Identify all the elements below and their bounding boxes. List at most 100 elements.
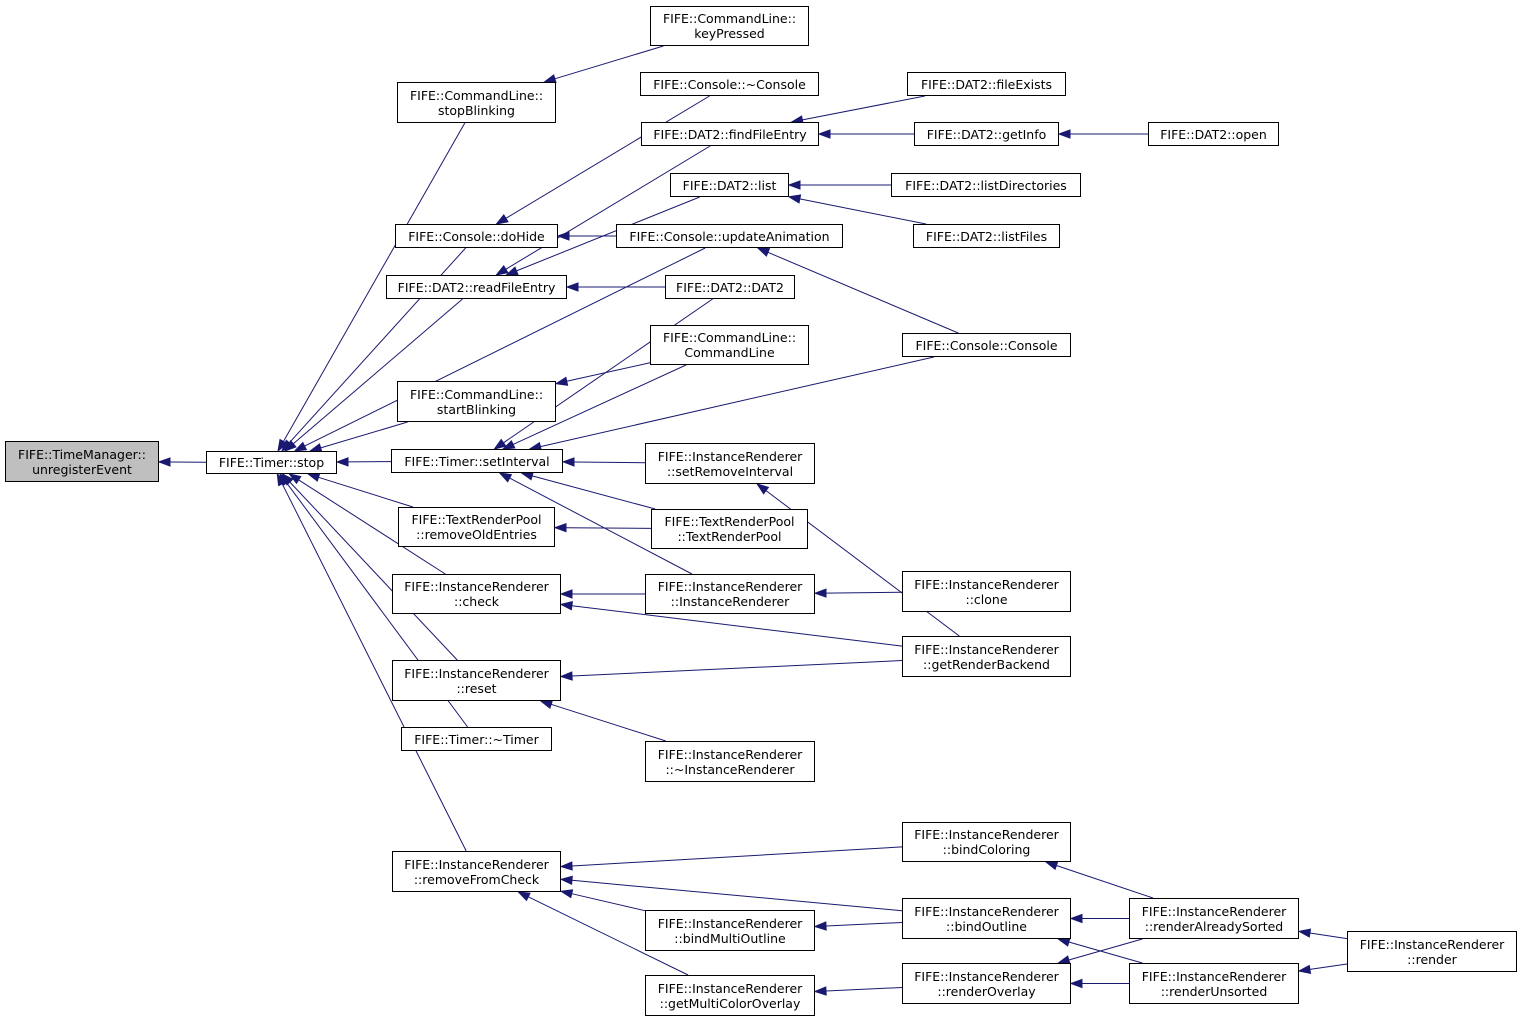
call-edge-arrowhead xyxy=(504,266,519,276)
node-instancerenderer-getmulticoloroverlay[interactable]: FIFE::InstanceRenderer::getMultiColorOve… xyxy=(645,975,815,1016)
call-edge-arrowhead xyxy=(559,861,573,871)
call-edge-n_cmdCtor-to-n_setInterval xyxy=(512,364,687,445)
call-edge-n_getBackend-to-n_reset xyxy=(571,660,903,677)
node-console-constructor[interactable]: FIFE::Console::Console xyxy=(902,333,1071,357)
node-instancerenderer-constructor[interactable]: FIFE::InstanceRenderer::InstanceRenderer xyxy=(645,574,815,614)
call-edge-arrowhead xyxy=(817,129,831,139)
node-dat2-open[interactable]: FIFE::DAT2::open xyxy=(1148,122,1279,146)
node-instancerenderer-reset[interactable]: FIFE::InstanceRenderer::reset xyxy=(392,660,561,701)
call-edge-n_irCtor-to-n_setInterval xyxy=(509,477,693,575)
call-edge-n_reset-to-n_stop xyxy=(289,481,458,661)
call-edge-n_renderSorted-to-n_renderOver xyxy=(1068,938,1143,961)
call-edge-arrowhead xyxy=(554,376,569,386)
node-timer-setinterval[interactable]: FIFE::Timer::setInterval xyxy=(391,449,563,473)
node-instancerenderer-clone[interactable]: FIFE::InstanceRenderer::clone xyxy=(902,571,1071,612)
node-textrenderpool-constructor[interactable]: FIFE::TextRenderPool::TextRenderPool xyxy=(651,509,808,549)
node-instancerenderer-bindcoloring[interactable]: FIFE::InstanceRenderer::bindColoring xyxy=(902,822,1071,862)
node-dat2-list[interactable]: FIFE::DAT2::list xyxy=(670,173,789,197)
node-timemanager-unregisterevent: FIFE::TimeManager::unregisterEvent xyxy=(5,441,159,482)
call-edge-arrowhead xyxy=(501,439,516,450)
call-edge-arrowhead xyxy=(293,441,308,452)
node-dat2-getinfo[interactable]: FIFE::DAT2::getInfo xyxy=(914,122,1059,146)
node-commandline-keypressed[interactable]: FIFE::CommandLine::keyPressed xyxy=(650,6,809,46)
node-dat2-constructor[interactable]: FIFE::DAT2::DAT2 xyxy=(665,275,795,299)
call-edge-arrowhead xyxy=(756,483,770,495)
call-edge-n_setRemove-to-n_setInterval xyxy=(573,461,646,464)
call-edge-arrowhead xyxy=(756,247,771,257)
call-edge-n_getBackend-to-n_check xyxy=(571,605,903,647)
call-edge-n_consoleCtor-to-n_setInterval xyxy=(540,356,934,448)
node-commandline-stopblinking[interactable]: FIFE::CommandLine::stopBlinking xyxy=(397,82,556,123)
call-edge-arrowhead xyxy=(1057,129,1071,139)
call-edge-n_cmdCtor-to-n_startBlink xyxy=(566,362,651,382)
call-edge-n_trpCtor-to-n_setInterval xyxy=(532,475,656,510)
call-edge-n_stopBlink-to-n_stop xyxy=(283,122,466,442)
call-edge-arrowhead xyxy=(559,875,573,886)
call-edge-arrowhead xyxy=(495,214,509,225)
node-timer-stop[interactable]: FIFE::Timer::stop xyxy=(206,451,337,474)
call-edge-arrowhead xyxy=(1056,937,1071,947)
call-edge-n_bindOutline-to-n_removeFrom xyxy=(571,879,903,912)
node-dat2-readfileentry[interactable]: FIFE::DAT2::readFileEntry xyxy=(386,275,567,299)
node-dat2-listdirectories[interactable]: FIFE::DAT2::listDirectories xyxy=(891,173,1081,197)
call-edge-arrowhead xyxy=(561,457,575,467)
call-edge-arrowhead xyxy=(517,891,531,902)
call-edge-n_check-to-n_stop xyxy=(298,479,446,575)
call-edge-n_bindColor-to-n_removeFrom xyxy=(571,846,903,867)
node-commandline-constructor[interactable]: FIFE::CommandLine::CommandLine xyxy=(650,325,809,365)
node-console-dohide[interactable]: FIFE::Console::doHide xyxy=(395,224,558,248)
node-dat2-fileexists[interactable]: FIFE::DAT2::fileExists xyxy=(907,72,1066,96)
call-edge-arrowhead xyxy=(813,588,827,598)
call-edge-n_listFiles-to-n_list xyxy=(799,198,927,225)
call-edge-n_render-to-n_renderSorted xyxy=(1309,932,1348,940)
node-instancerenderer-setremoveinterval[interactable]: FIFE::InstanceRenderer::setRemoveInterva… xyxy=(645,443,815,484)
call-edge-n_getMulti-to-n_removeFrom xyxy=(528,896,689,976)
node-dat2-findfileentry[interactable]: FIFE::DAT2::findFileEntry xyxy=(641,122,819,146)
call-edge-arrowhead xyxy=(335,457,349,467)
node-instancerenderer-renderunsorted[interactable]: FIFE::InstanceRenderer::renderUnsorted xyxy=(1129,963,1299,1004)
call-edge-arrowhead xyxy=(813,921,827,931)
node-instancerenderer-bindmultioutline[interactable]: FIFE::InstanceRenderer::bindMultiOutline xyxy=(645,910,815,951)
node-instancerenderer-renderalreadysorted[interactable]: FIFE::InstanceRenderer::renderAlreadySor… xyxy=(1129,898,1299,939)
node-instancerenderer-render[interactable]: FIFE::InstanceRenderer::render xyxy=(1347,931,1517,972)
call-edge-n_render-to-n_renderUns xyxy=(1309,963,1348,970)
node-instancerenderer-renderoverlay[interactable]: FIFE::InstanceRenderer::renderOverlay xyxy=(902,963,1071,1004)
call-edge-arrowhead xyxy=(1069,913,1083,924)
call-edge-arrowhead xyxy=(553,522,567,533)
call-edge-arrowhead xyxy=(556,231,570,241)
call-edge-arrowhead xyxy=(277,438,288,453)
node-instancerenderer-bindoutline[interactable]: FIFE::InstanceRenderer::bindOutline xyxy=(902,898,1071,939)
call-edge-n_renderUns-to-n_bindOutline xyxy=(1068,941,1143,964)
call-edge-arrowhead xyxy=(1297,928,1312,938)
call-edge-n_startBlink-to-n_stop xyxy=(320,421,408,449)
call-edge-n_findFile-to-n_readFile xyxy=(505,145,711,270)
node-instancerenderer-check[interactable]: FIFE::InstanceRenderer::check xyxy=(392,574,561,614)
node-instancerenderer-destructor[interactable]: FIFE::InstanceRenderer::~InstanceRendere… xyxy=(645,741,815,782)
call-edge-arrowhead xyxy=(559,601,573,611)
call-edge-n_bindOutline-to-n_bindMulti xyxy=(825,922,903,927)
call-edge-n_removeFrom-to-n_stop xyxy=(281,483,467,852)
node-console-updateanimation[interactable]: FIFE::Console::updateAnimation xyxy=(616,224,843,248)
call-edge-arrowhead xyxy=(493,438,507,450)
call-edge-n_bindMulti-to-n_removeFrom xyxy=(571,893,646,912)
call-edge-n_consoleCtor-to-n_updateAnim xyxy=(767,251,959,334)
call-edge-n_clone-to-n_irCtor xyxy=(825,591,903,594)
call-edge-n_fileExists-to-n_findFile xyxy=(802,95,925,121)
node-commandline-startblinking[interactable]: FIFE::CommandLine::startBlinking xyxy=(397,381,556,422)
call-edge-arrowhead xyxy=(498,472,513,483)
call-edge-n_renderOver-to-n_getMulti xyxy=(825,987,903,992)
call-edge-arrowhead xyxy=(520,471,534,481)
node-instancerenderer-getrenderbackend[interactable]: FIFE::InstanceRenderer::getRenderBackend xyxy=(902,636,1071,677)
node-timer-destructor[interactable]: FIFE::Timer::~Timer xyxy=(401,727,552,751)
call-edge-arrowhead xyxy=(1069,978,1083,989)
node-instancerenderer-removefromcheck[interactable]: FIFE::InstanceRenderer::removeFromCheck xyxy=(392,851,561,892)
node-dat2-listfiles[interactable]: FIFE::DAT2::listFiles xyxy=(913,224,1060,248)
call-edge-n_trpCtor-to-n_removeOld xyxy=(565,527,652,529)
call-edge-arrowhead xyxy=(283,439,297,452)
node-textrenderpool-removeoldentries[interactable]: FIFE::TextRenderPool::removeOldEntries xyxy=(398,507,555,547)
call-edge-arrowhead xyxy=(306,472,321,482)
node-console-destructor[interactable]: FIFE::Console::~Console xyxy=(640,72,819,96)
call-edge-arrowhead xyxy=(559,671,573,681)
call-edge-arrowhead xyxy=(1044,861,1059,871)
